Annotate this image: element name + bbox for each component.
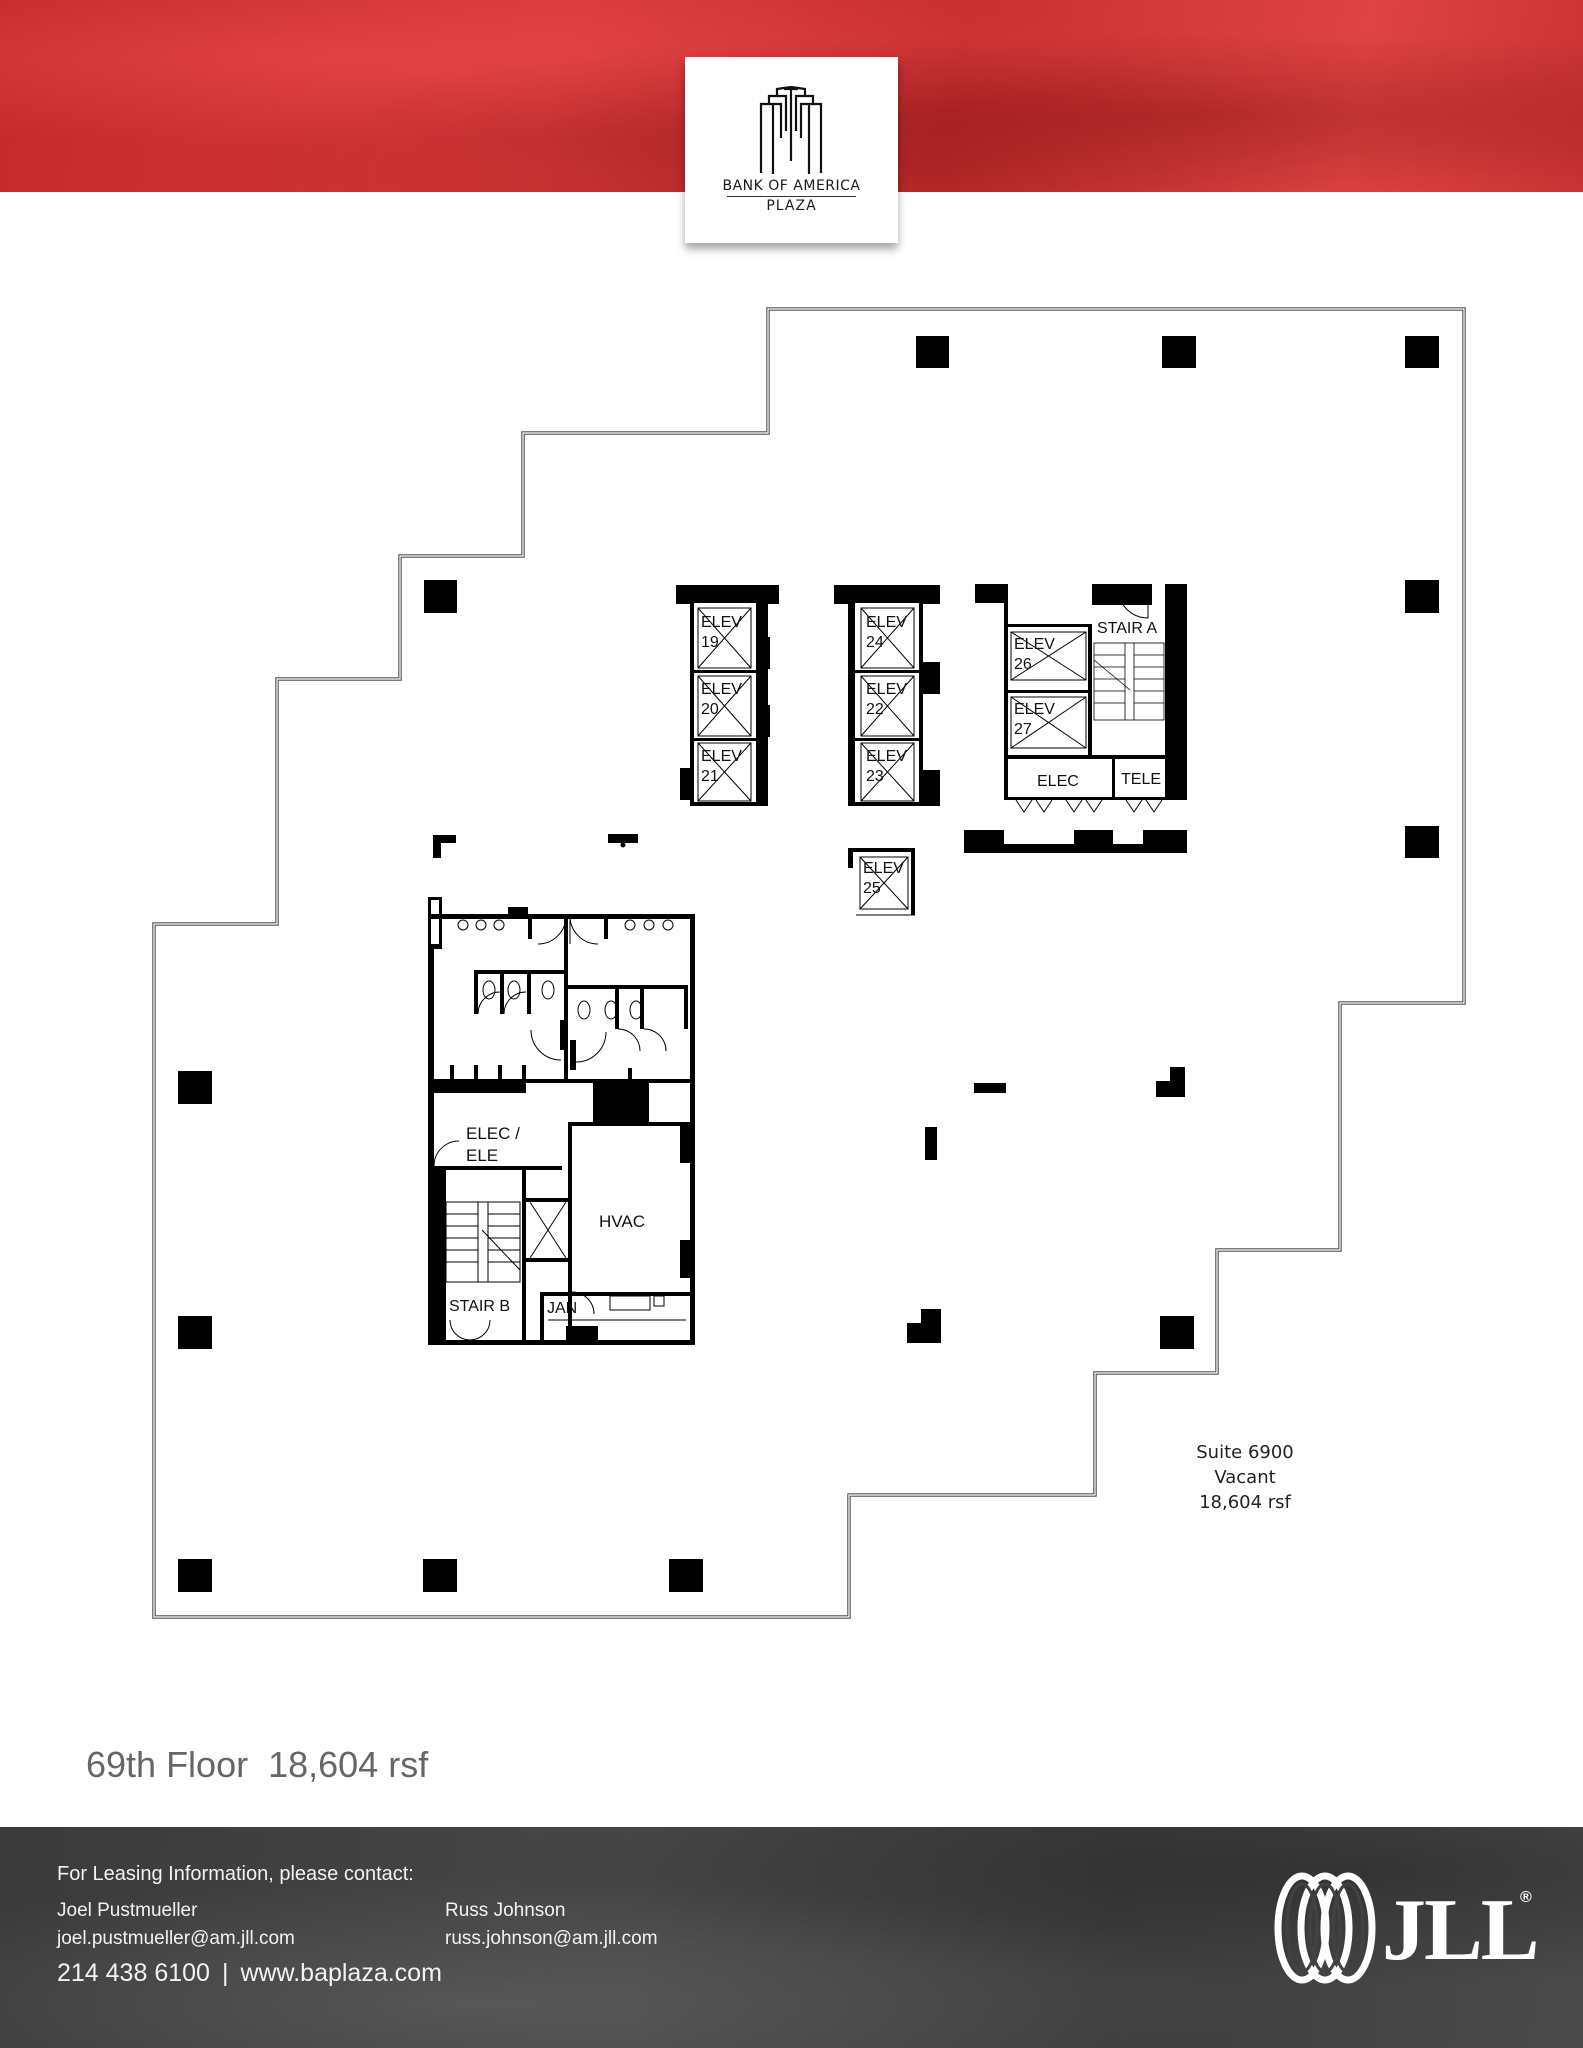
structural-columns xyxy=(178,336,1439,1592)
service-core-west xyxy=(428,897,695,1345)
elevator-bank-west xyxy=(676,585,779,806)
elev-22-label: ELEV xyxy=(866,681,907,698)
contact-1-name: Joel Pustmueller xyxy=(57,1900,198,1921)
footer: For Leasing Information, please contact:… xyxy=(0,1827,1583,2048)
jan-label: JAN xyxy=(547,1300,577,1317)
elev-26-number: 26 xyxy=(1014,656,1032,673)
suite-info: Suite 6900 Vacant 18,604 rsf xyxy=(1150,1440,1340,1515)
stair-a-label: STAIR A xyxy=(1097,620,1157,637)
elev-26-label: ELEV xyxy=(1014,636,1055,653)
elev-19-label: ELEV xyxy=(701,614,742,631)
elev-27-number: 27 xyxy=(1014,721,1032,738)
elev-20-number: 20 xyxy=(701,701,719,718)
elev-25-label: ELEV xyxy=(863,860,904,877)
registered-mark: ® xyxy=(1520,1889,1532,1906)
separator: | xyxy=(221,1959,229,1987)
contact-2-name: Russ Johnson xyxy=(445,1900,566,1921)
elec-east-label: ELEC xyxy=(1037,773,1079,790)
contact-1-email[interactable]: joel.pustmueller@am.jll.com xyxy=(57,1928,295,1949)
contact-line: 214 438 6100 | www.baplaza.com xyxy=(57,1959,442,1988)
elevator-bank-center xyxy=(834,585,940,806)
elev-21-number: 21 xyxy=(701,768,719,785)
floor-plan: ELEV 19 ELEV 20 ELEV 21 ELEV 24 ELEV 22 … xyxy=(152,307,1466,1619)
jll-logo: JLL ® xyxy=(1272,1871,1542,1986)
elec-west-label-1: ELEC / xyxy=(466,1124,520,1143)
brand-line-1: BANK OF AMERICA xyxy=(722,178,861,194)
stair-a-core xyxy=(964,584,1187,853)
elev-21-label: ELEV xyxy=(701,748,742,765)
tele-label: TELE xyxy=(1121,771,1161,788)
elev-23-label: ELEV xyxy=(866,748,907,765)
brand-line-2: PLAZA xyxy=(766,198,817,214)
elev-27-label: ELEV xyxy=(1014,701,1055,718)
suite-area: 18,604 rsf xyxy=(1199,1492,1291,1513)
elec-west-label-2: ELE xyxy=(466,1146,498,1165)
elev-24-label: ELEV xyxy=(866,614,907,631)
tower-icon xyxy=(759,85,823,174)
jll-rings-icon xyxy=(1274,1872,1376,1984)
hvac-label: HVAC xyxy=(599,1212,645,1231)
website-link[interactable]: www.baplaza.com xyxy=(240,1959,442,1987)
room-labels: ELEV 19 ELEV 20 ELEV 21 ELEV 24 ELEV 22 … xyxy=(449,614,1161,1317)
jll-wordmark: JLL xyxy=(1382,1882,1539,1979)
elev-25-number: 25 xyxy=(863,880,881,897)
bank-of-america-plaza-logo: BANK OF AMERICA PLAZA xyxy=(685,57,898,243)
suite-status: Vacant xyxy=(1214,1467,1276,1488)
exterior-wall xyxy=(152,307,1466,1619)
elev-22-number: 22 xyxy=(866,701,884,718)
stair-b-label: STAIR B xyxy=(449,1298,510,1315)
elev-23-number: 23 xyxy=(866,768,884,785)
floor-title: 69th Floor 18,604 rsf xyxy=(86,1744,429,1785)
suite-name: Suite 6900 xyxy=(1196,1442,1294,1463)
elev-24-number: 24 xyxy=(866,634,884,651)
contact-2-email[interactable]: russ.johnson@am.jll.com xyxy=(445,1928,658,1949)
elevator-25 xyxy=(848,848,915,916)
leasing-intro: For Leasing Information, please contact: xyxy=(57,1863,414,1885)
phone-number[interactable]: 214 438 6100 xyxy=(57,1959,210,1987)
elev-19-number: 19 xyxy=(701,634,719,651)
brand-divider xyxy=(727,196,856,197)
elev-20-label: ELEV xyxy=(701,681,742,698)
